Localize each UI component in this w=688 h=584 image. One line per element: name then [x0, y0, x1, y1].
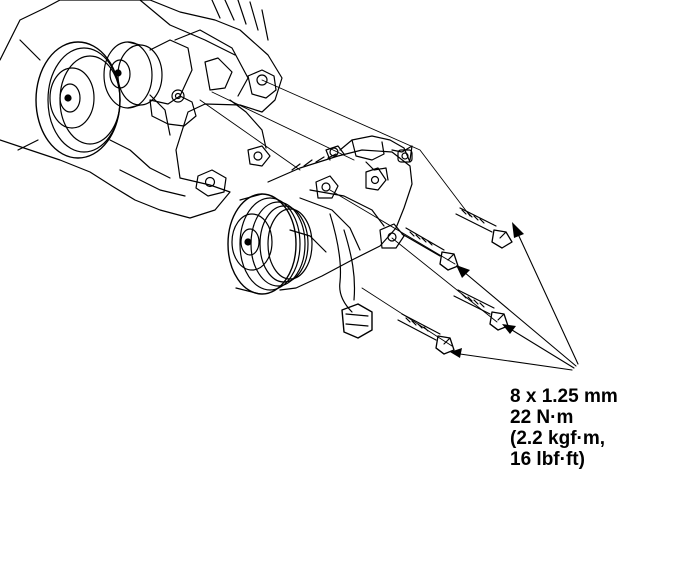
idler-pulley [103, 39, 193, 109]
torque-nm-label: 22 N·m [510, 407, 574, 428]
bolt-icon [401, 227, 459, 271]
torque-kgfm-label: (2.2 kgf·m, [510, 428, 606, 449]
torque-spec-callout: 8 x 1.25 mm 22 N·m (2.2 kgf·m, 16 lbf·ft… [510, 386, 680, 470]
torque-lbfft-label: 16 lbf·ft) [510, 449, 585, 470]
bolt-icon [455, 207, 513, 249]
bolt-icon [397, 313, 455, 355]
ac-compressor-icon [227, 135, 413, 339]
leader-arrows [459, 233, 579, 371]
bolt-size-label: 8 x 1.25 mm [510, 386, 618, 407]
alignment-lines [199, 79, 498, 347]
bolt-icon [453, 289, 509, 331]
engine-block [0, 0, 283, 219]
pulley-icon [17, 39, 121, 159]
